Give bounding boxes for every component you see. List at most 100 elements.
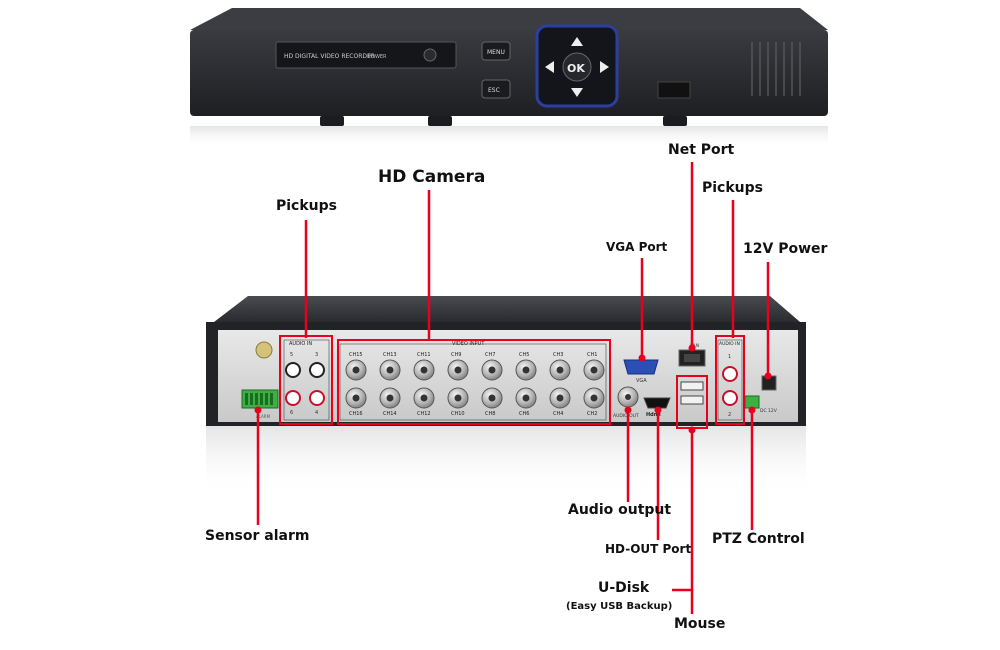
- audio-in-right-label: AUDIO IN: [719, 341, 740, 347]
- vga-port: [623, 359, 659, 375]
- rear-top-face: [214, 296, 800, 322]
- audio-in-right-num-2: 2: [728, 412, 731, 418]
- bnc-label-ch14: CH14: [383, 411, 397, 417]
- callout-mouse: Mouse: [674, 616, 726, 632]
- bnc-label-ch5: CH5: [519, 352, 529, 358]
- audio-in-right-jack-1: [722, 366, 738, 382]
- alarm-text: ALARM: [256, 414, 271, 419]
- bnc-label-ch4: CH4: [553, 411, 563, 417]
- menu-button-label: MENU: [487, 49, 505, 56]
- bnc-pin-ch6: [522, 394, 530, 402]
- bnc-label-ch3: CH3: [553, 352, 563, 358]
- arrow-left-icon: [545, 61, 554, 73]
- lan-port-inner: [684, 354, 700, 362]
- audio-in-label: AUDIO IN: [289, 341, 312, 347]
- audio-in-right-group: [717, 339, 743, 421]
- bnc-pin-ch9: [454, 366, 462, 374]
- bnc-pin-ch11: [420, 366, 428, 374]
- audio-in-num-5: 5: [290, 352, 293, 358]
- audio-in-jack-4: [309, 390, 325, 406]
- callout-lines: [256, 162, 770, 614]
- highlight-audio-in-left: [279, 335, 333, 425]
- audio-in-right-jack-2: [722, 390, 738, 406]
- audio-in-jack-3: [309, 362, 325, 378]
- bnc-label-ch15: CH15: [349, 352, 363, 358]
- bnc-label-ch10: CH10: [451, 411, 465, 417]
- callout-hd-camera: HD Camera: [378, 167, 486, 187]
- bnc-pin-ch15: [352, 366, 360, 374]
- bnc-pin-ch4: [556, 394, 564, 402]
- audio-in-jack-6: [285, 390, 301, 406]
- callout-hd-out-port: HD-OUT Port: [605, 542, 692, 556]
- ok-label: OK: [567, 62, 585, 75]
- bnc-pin-ch10: [454, 394, 462, 402]
- audio-in-group: [283, 339, 330, 421]
- callout-u-disk-note: (Easy USB Backup): [566, 601, 673, 612]
- usb-port-bottom: [680, 395, 704, 405]
- arrow-down-icon: [571, 88, 583, 97]
- vga-text: VGA: [636, 378, 647, 384]
- audio-out-text: AUDIO OUT: [613, 413, 639, 419]
- callout-u-disk: U-Disk: [598, 580, 650, 596]
- front-vent-left: [751, 42, 801, 96]
- dc-text: DC 12V: [760, 408, 778, 414]
- alarm-terminal-slots: [245, 393, 273, 405]
- rear-reflection: [206, 426, 806, 496]
- audio-in-num-3: 3: [315, 352, 318, 358]
- audio-in-num-4: 4: [315, 410, 318, 416]
- bnc-label-ch1: CH1: [587, 352, 597, 358]
- audio-in-num-6: 6: [290, 410, 293, 416]
- front-brand-text: HD DIGITAL VIDEO RECORDER: [284, 53, 375, 60]
- usb-port-top: [680, 381, 704, 391]
- hdmi-text: Hdmi: [646, 412, 661, 418]
- bnc-label-ch9: CH9: [451, 352, 461, 358]
- bnc-label-ch2: CH2: [587, 411, 597, 417]
- video-input-group: [339, 343, 607, 421]
- front-foot-left: [320, 116, 344, 126]
- bnc-pin-ch7: [488, 366, 496, 374]
- front-unit: HD DIGITAL VIDEO RECORDER POWER MENU ESC…: [190, 8, 828, 148]
- front-display: [275, 41, 457, 69]
- arrow-right-icon: [600, 61, 609, 73]
- highlight-video-input: [337, 339, 611, 425]
- bnc-label-ch13: CH13: [383, 352, 397, 358]
- video-input-label: VIDEO INPUT: [452, 341, 485, 347]
- callout-12v-power: 12V Power: [743, 241, 828, 257]
- bnc-label-ch12: CH12: [417, 411, 431, 417]
- bnc-row-top: CH15 CH13 CH11 CH9 CH7 CH5 CH3 CH1: [345, 352, 605, 381]
- front-top-face: [190, 8, 828, 30]
- front-foot-right: [663, 116, 687, 126]
- callout-pickups-right: Pickups: [702, 180, 763, 196]
- arrow-up-icon: [571, 37, 583, 46]
- callout-audio-output: Audio output: [568, 502, 672, 518]
- ground-screw: [255, 341, 273, 359]
- bnc-pin-ch2: [590, 394, 598, 402]
- menu-button: [481, 41, 511, 61]
- bnc-row-bottom: CH16 CH14 CH12 CH10 CH8 CH6 CH4 CH2: [345, 387, 605, 417]
- bnc-pin-ch16: [352, 394, 360, 402]
- callout-dots: [254, 344, 772, 434]
- audio-in-jack-5: [285, 362, 301, 378]
- bnc-pin-ch14: [386, 394, 394, 402]
- bnc-label-ch6: CH6: [519, 411, 529, 417]
- callout-net-port: Net Port: [668, 142, 735, 158]
- bnc-pin-ch1: [590, 366, 598, 374]
- front-foot-mid: [428, 116, 452, 126]
- bnc-label-ch11: CH11: [417, 352, 431, 358]
- callout-vga-port: VGA Port: [606, 240, 668, 254]
- audio-in-right-num-1: 1: [728, 354, 731, 360]
- bnc-pin-ch3: [556, 366, 564, 374]
- highlight-audio-in-right: [715, 335, 745, 425]
- ir-window: [423, 48, 437, 62]
- bnc-pin-ch5: [522, 366, 530, 374]
- bnc-pin-ch12: [420, 394, 428, 402]
- esc-button: [481, 79, 511, 99]
- bnc-label-ch8: CH8: [485, 411, 495, 417]
- bnc-label-ch7: CH7: [485, 352, 495, 358]
- callout-sensor-alarm: Sensor alarm: [205, 528, 310, 544]
- bnc-label-ch16: CH16: [349, 411, 363, 417]
- front-usb-port: [657, 81, 691, 99]
- callout-highlight-boxes: [279, 335, 745, 425]
